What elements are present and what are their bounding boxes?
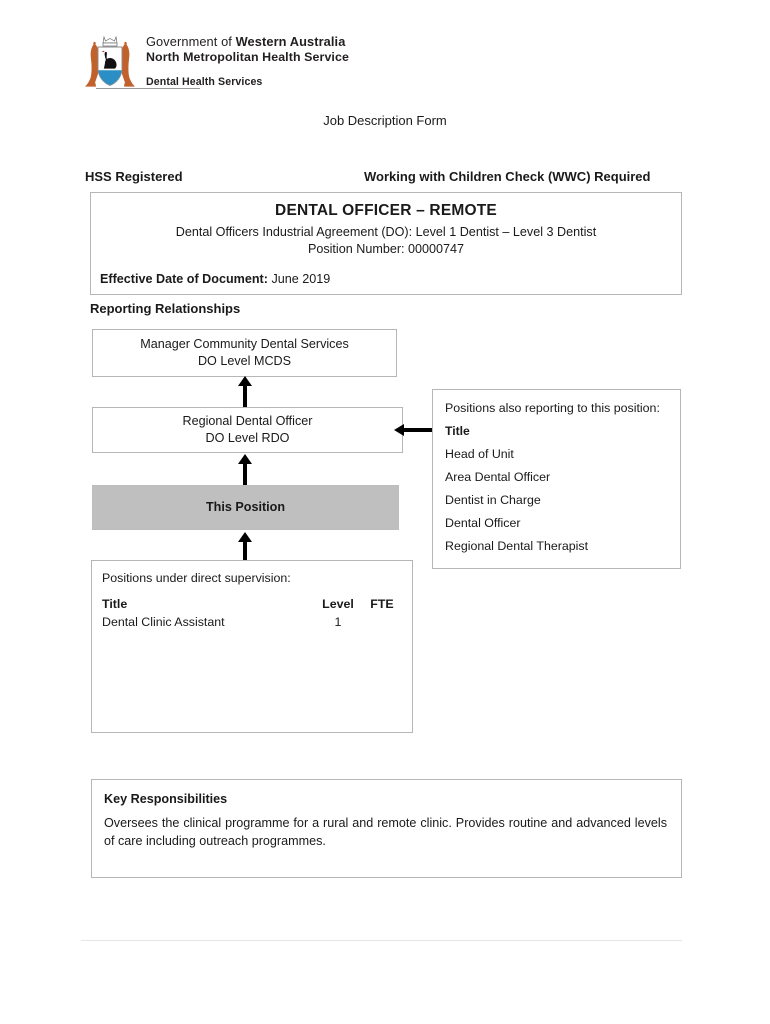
effective-date-label: Effective Date of Document:: [100, 272, 268, 286]
wwc-required-label: Working with Children Check (WWC) Requir…: [364, 169, 651, 184]
hss-registered-label: HSS Registered: [85, 169, 183, 184]
key-responsibilities-box: Key Responsibilities Oversees the clinic…: [91, 779, 682, 878]
supervision-box: Positions under direct supervision: Titl…: [91, 560, 413, 733]
cell-level: 1: [334, 615, 342, 629]
page-title: Job Description Form: [323, 113, 447, 128]
footer-divider-rule: [81, 940, 682, 941]
arrow-up-to-manager-shaft: [243, 384, 247, 407]
wordmark-line-health-service: North Metropolitan Health Service: [146, 50, 349, 65]
list-item: Head of Unit: [445, 447, 514, 461]
also-reporting-box: Positions also reporting to this positio…: [432, 389, 681, 569]
column-header-title: Title: [102, 597, 128, 611]
cell-fte: [362, 615, 402, 629]
arrow-up-to-this-position-head: [238, 532, 252, 542]
arrow-left-to-rdo-head: [394, 424, 404, 436]
column-header-fte: FTE: [370, 597, 394, 611]
column-header-level: Level: [322, 597, 354, 611]
key-responsibilities-heading: Key Responsibilities: [104, 792, 228, 806]
supervision-table: Title Level FTE Dental Clinic Assistant …: [102, 597, 402, 629]
masthead: Government of Western Australia North Me…: [82, 30, 349, 90]
org-box-manager: Manager Community Dental Services DO Lev…: [92, 329, 397, 377]
position-title-box: DENTAL OFFICER – REMOTE Dental Officers …: [90, 192, 682, 295]
wordmark-state: Western Australia: [235, 34, 346, 49]
org-box-manager-line2: DO Level MCDS: [197, 354, 292, 368]
arrow-up-to-rdo-shaft: [243, 462, 247, 485]
wordmark-divider-rule: [96, 88, 200, 89]
arrow-up-to-rdo-head: [238, 454, 252, 464]
wordmark: Government of Western Australia North Me…: [146, 30, 349, 89]
arrow-left-to-rdo-shaft: [403, 428, 432, 432]
table-row: Dental Clinic Assistant 1: [102, 615, 402, 629]
wa-coat-of-arms-icon: [85, 35, 135, 87]
wordmark-line-dental-health-services: Dental Health Services: [146, 75, 263, 88]
wordmark-line-government: Government of Western Australia: [146, 34, 349, 50]
cell-title: Dental Clinic Assistant: [102, 615, 225, 629]
list-item: Area Dental Officer: [445, 470, 551, 484]
also-reporting-column-header: Title: [445, 424, 470, 438]
arrow-up-to-this-position-shaft: [243, 540, 247, 562]
supervision-intro: Positions under direct supervision:: [102, 571, 291, 585]
list-item: Dental Officer: [445, 516, 521, 530]
key-responsibilities-text: Oversees the clinical programme for a ru…: [104, 816, 667, 848]
org-box-manager-line1: Manager Community Dental Services: [140, 336, 349, 351]
effective-date-value: June 2019: [271, 272, 331, 286]
org-box-rdo-line1: Regional Dental Officer: [182, 413, 313, 428]
position-title: DENTAL OFFICER – REMOTE: [275, 202, 497, 219]
reporting-relationships-heading: Reporting Relationships: [90, 301, 241, 316]
org-box-rdo-line2: DO Level RDO: [205, 431, 290, 445]
effective-date: Effective Date of Document: June 2019: [100, 272, 681, 286]
position-agreement: Dental Officers Industrial Agreement (DO…: [175, 225, 597, 239]
table-header-row: Title Level FTE: [102, 597, 402, 615]
wordmark-prefix: Government of: [146, 34, 236, 49]
org-box-this-position: This Position: [92, 485, 399, 530]
list-item: Dentist in Charge: [445, 493, 541, 507]
org-box-this-position-label: This Position: [205, 499, 286, 514]
position-number: Position Number: 00000747: [307, 242, 465, 256]
arrow-up-to-manager-head: [238, 376, 252, 386]
org-box-regional-dental-officer: Regional Dental Officer DO Level RDO: [92, 407, 403, 453]
list-item: Regional Dental Therapist: [445, 539, 589, 553]
also-reporting-intro: Positions also reporting to this positio…: [445, 401, 660, 415]
